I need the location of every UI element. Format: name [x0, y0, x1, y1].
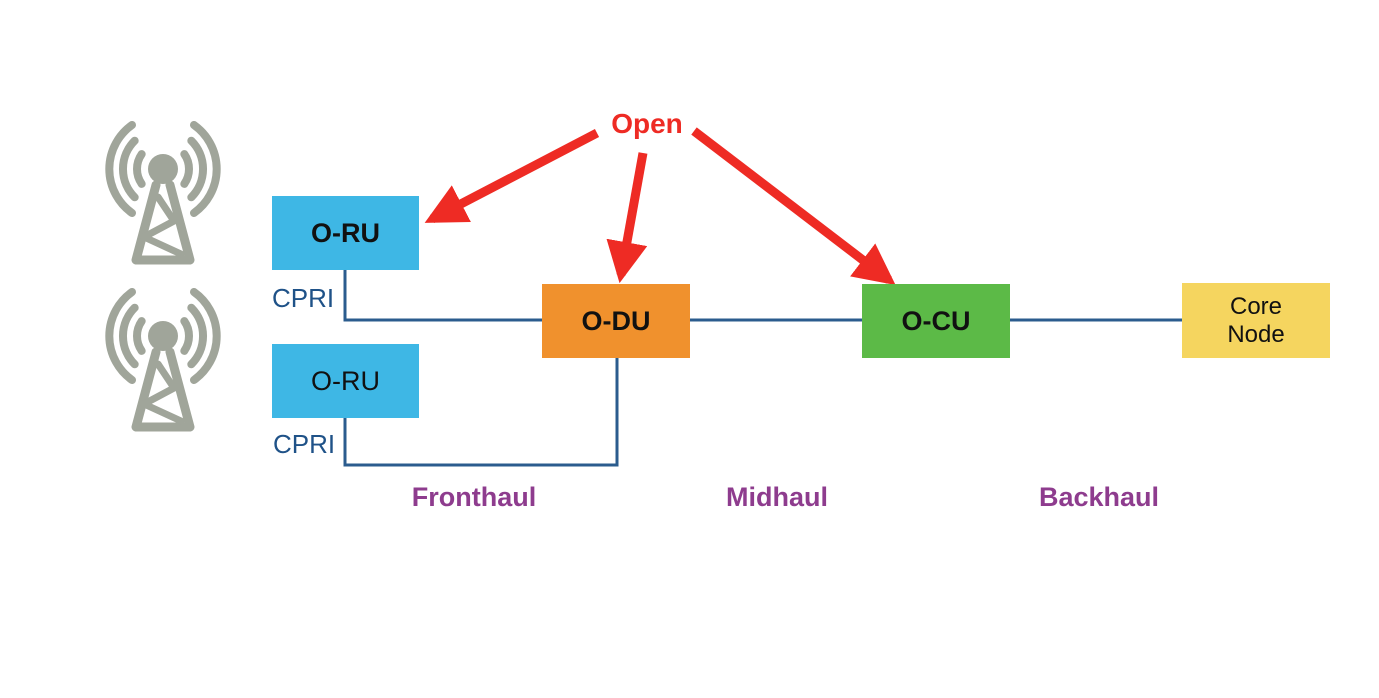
segment-label-fronthaul: Fronthaul	[411, 482, 537, 512]
node-ocu: O-CU	[862, 284, 1010, 358]
node-oru-1: O-RU	[272, 196, 419, 270]
antenna-icon	[109, 125, 216, 260]
open-arrow-to-oru	[424, 129, 600, 223]
open-arrow-to-odu	[606, 152, 648, 284]
node-core-label-line1: Core	[1229, 292, 1283, 320]
open-annotation-label: Open	[611, 108, 683, 139]
connector-oru1-odu	[343, 270, 542, 322]
node-ocu-label: O-CU	[901, 305, 971, 336]
node-core-label: Core Node	[1227, 293, 1284, 348]
node-core-label-line2: Node	[1227, 320, 1285, 348]
antenna-icon	[109, 292, 216, 427]
node-odu-label: O-DU	[581, 305, 651, 336]
open-arrow-to-ocu	[691, 127, 896, 286]
cpri-label-2: CPRI	[273, 429, 336, 459]
node-core: Core Node	[1182, 283, 1330, 358]
cpri-label-1: CPRI	[272, 283, 335, 313]
node-oru-1-label: O-RU	[311, 217, 380, 248]
segment-label-backhaul: Backhaul	[1038, 482, 1160, 512]
node-odu: O-DU	[542, 284, 690, 358]
node-oru-2-label: O-RU	[311, 365, 380, 396]
node-oru-2: O-RU	[272, 344, 419, 418]
connector-oru2-odu	[343, 358, 619, 467]
segment-label-midhaul: Midhaul	[726, 482, 828, 512]
